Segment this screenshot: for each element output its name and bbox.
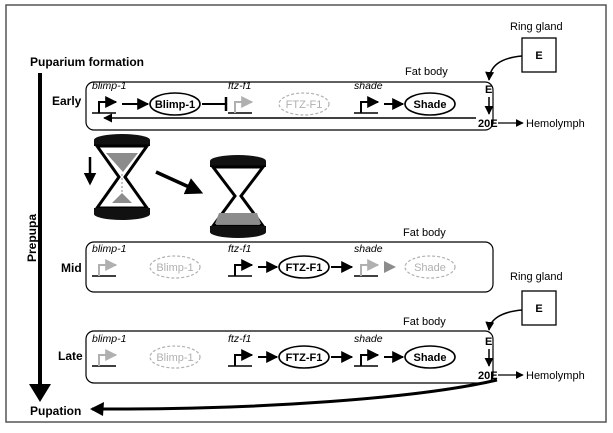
protein-label-shade: Shade (413, 352, 446, 364)
stage-early-label: Early (52, 94, 82, 108)
ring-gland-bottom-to-e-arrow (485, 309, 523, 331)
ring-gland-bottom-e: E (535, 303, 542, 315)
gene-name-shade: shade (354, 333, 383, 345)
protein-ellipse-blimp-1 (149, 92, 201, 116)
promoter-arrow-icon (98, 96, 118, 113)
pupation-label: Pupation (30, 404, 81, 418)
gene-name-shade: shade (354, 80, 383, 92)
return-to-pupation-arrow (91, 378, 498, 411)
timeline-arrowhead (29, 384, 51, 402)
promoter-arrow-icon (234, 259, 254, 276)
partial-activation-icon (384, 261, 396, 273)
late-20e-label: 20E (478, 370, 498, 382)
promoter-arrow-icon (234, 96, 254, 113)
protein-label-ftz-f1: FTZ-F1 (286, 352, 323, 364)
stage-late-label: Late (58, 349, 83, 363)
protein-label-blimp-1: Blimp-1 (156, 262, 193, 274)
late-e-label: E (485, 336, 492, 348)
early-e-label: E (485, 84, 492, 96)
mid-fatbody-box (85, 241, 494, 293)
late-fatbody-box (85, 330, 494, 384)
ring-gland-top-label: Ring gland (510, 21, 563, 33)
promoter-arrow-icon (360, 349, 380, 366)
protein-ellipse-shade (404, 345, 456, 369)
gene-name-ftz-f1: ftz-f1 (228, 243, 251, 255)
promoter-arrow-icon (360, 259, 380, 276)
hourglass-flow-arrow (155, 170, 204, 195)
protein-ellipse-blimp-1 (149, 255, 201, 279)
protein-label-ftz-f1: FTZ-F1 (286, 262, 323, 274)
promoter-arrow-icon (234, 349, 254, 366)
protein-label-ftz-f1: FTZ-F1 (286, 99, 323, 111)
protein-ellipse-ftz-f1 (278, 345, 330, 369)
pupation-arrowhead (90, 402, 104, 416)
promoter-arrow-icon (98, 259, 118, 276)
hourglass-icon-full-top (94, 134, 150, 220)
stage-mid-label: Mid (61, 261, 82, 275)
early-hemolymph-label: Hemolymph (526, 118, 585, 130)
ring-gland-bottom-box (521, 290, 557, 326)
gene-name-ftz-f1: ftz-f1 (228, 333, 251, 345)
early-20e-label: 20E (478, 118, 498, 130)
gene-name-blimp-1: blimp-1 (92, 333, 126, 345)
puparium-formation-label: Puparium formation (30, 55, 144, 69)
protein-ellipse-shade (404, 255, 456, 279)
protein-label-shade: Shade (414, 262, 446, 274)
early-fatbody-label: Fat body (405, 66, 448, 78)
gene-name-blimp-1: blimp-1 (92, 80, 126, 92)
protein-ellipse-ftz-f1 (278, 92, 330, 116)
ring-gland-top-box (521, 37, 557, 73)
hourglass-icon-emptied (209, 155, 267, 238)
late-hemolymph-label: Hemolymph (526, 370, 585, 382)
gene-name-blimp-1: blimp-1 (92, 243, 126, 255)
protein-ellipse-shade (404, 92, 456, 116)
prepupa-label: Prepupa (25, 214, 39, 262)
gene-name-ftz-f1: ftz-f1 (228, 80, 251, 92)
ring-gland-top-e: E (535, 50, 542, 62)
protein-label-blimp-1: Blimp-1 (155, 99, 195, 111)
ring-gland-to-e-arrow (485, 55, 523, 81)
protein-label-shade: Shade (413, 99, 446, 111)
protein-ellipse-blimp-1 (149, 345, 201, 369)
outer-frame (5, 4, 607, 423)
gene-name-shade: shade (354, 243, 383, 255)
protein-label-blimp-1: Blimp-1 (156, 352, 193, 364)
promoter-arrow-icon (98, 349, 118, 366)
protein-ellipse-ftz-f1 (278, 255, 330, 279)
late-fatbody-label: Fat body (403, 316, 446, 328)
stage-rows: blimp-1Blimp-1ftz-f1FTZ-F1shadeShadeblim… (92, 80, 456, 369)
mid-fatbody-label: Fat body (403, 227, 446, 239)
ring-gland-bottom-label: Ring gland (510, 271, 563, 283)
promoter-arrow-icon (360, 96, 380, 113)
